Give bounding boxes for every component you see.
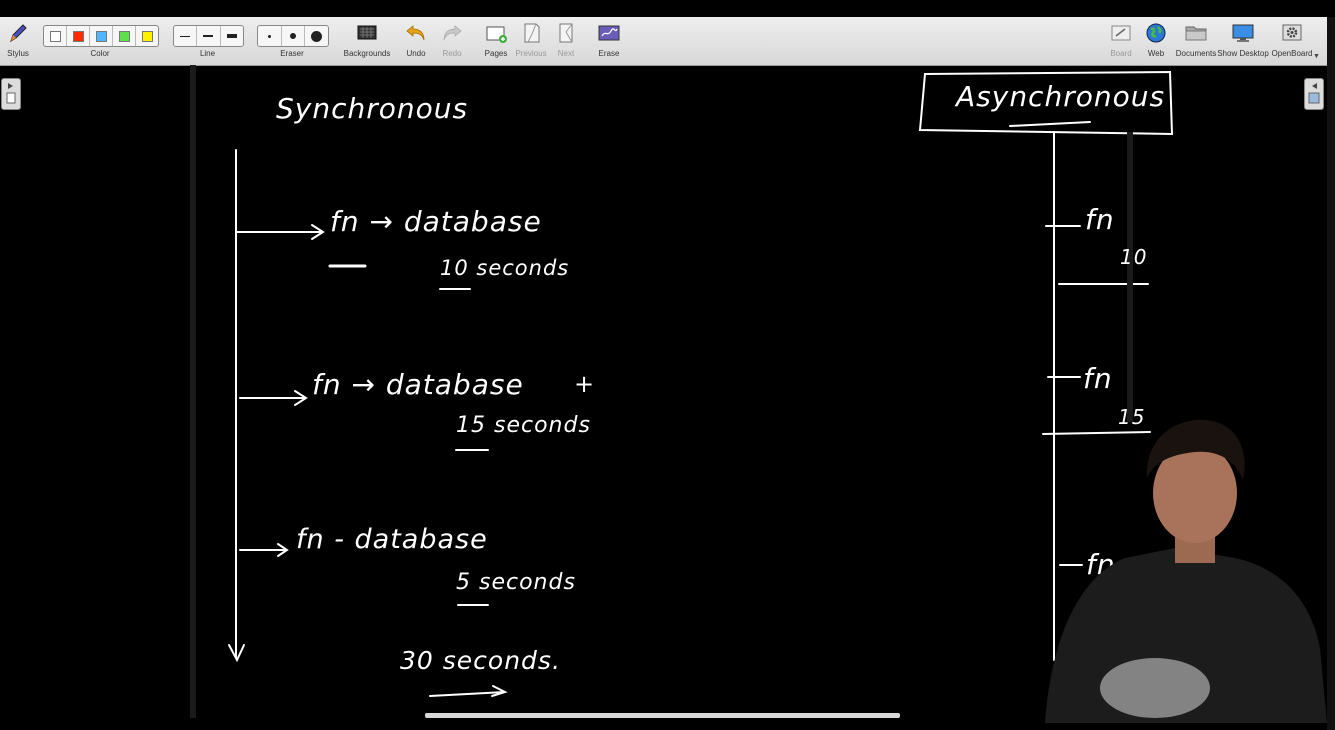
web-label: Web: [1147, 49, 1165, 58]
color-red[interactable]: [67, 26, 90, 46]
globe-icon: [1144, 21, 1168, 45]
line-thin[interactable]: [174, 26, 198, 46]
board-icon: [1109, 21, 1133, 45]
monitor-icon: [1231, 21, 1255, 45]
color-green[interactable]: [113, 26, 136, 46]
redo-arrow-icon: [440, 21, 464, 45]
erase-button[interactable]: Erase: [597, 21, 621, 58]
eraser-large[interactable]: [305, 26, 328, 46]
undo-arrow-icon: [404, 21, 428, 45]
next-page-button[interactable]: Next: [554, 21, 578, 58]
async-row-1-label: fn: [1085, 203, 1115, 236]
next-label: Next: [557, 49, 575, 58]
backgrounds-button[interactable]: Backgrounds: [344, 21, 390, 58]
documents-button[interactable]: Documents: [1176, 21, 1216, 58]
color-yellow[interactable]: [136, 26, 158, 46]
show-desktop-label: Show Desktop: [1217, 49, 1269, 58]
async-row-1-time: 10: [1120, 245, 1148, 269]
pages-label: Pages: [484, 49, 508, 58]
color-label: Color: [90, 49, 110, 58]
erase-label: Erase: [598, 49, 620, 58]
right-palette-handle[interactable]: [1304, 78, 1324, 110]
async-row-2-time: 15: [1118, 405, 1146, 429]
color-blue[interactable]: [90, 26, 113, 46]
redo-label: Redo: [442, 49, 462, 58]
openboard-dropdown-icon[interactable]: ▼: [1313, 53, 1320, 60]
openboard-menu-button[interactable]: OpenBoard: [1272, 21, 1312, 58]
sync-row-1-label: fn → database: [330, 205, 542, 238]
openboard-toolbar: Stylus Color Line Eraser Backgrounds U: [0, 17, 1327, 66]
sync-row-3-time: 5 seconds: [456, 570, 576, 595]
sync-row-2-label: fn → database: [312, 368, 524, 401]
board-button[interactable]: Board: [1109, 21, 1133, 58]
pages-icon: [484, 21, 508, 45]
next-page-icon: [554, 21, 578, 45]
sync-row-1-time: 10 seconds: [440, 256, 570, 280]
line-medium[interactable]: [197, 26, 221, 46]
stylus-label: Stylus: [7, 49, 29, 58]
asynchronous-title: Asynchronous: [956, 80, 1166, 113]
pen-icon: [6, 21, 30, 45]
backgrounds-icon: [355, 21, 379, 45]
previous-page-button[interactable]: Previous: [515, 21, 547, 58]
async-row-2-label: fn: [1083, 362, 1113, 395]
board-right-edge: [1327, 17, 1335, 730]
settings-gear-icon: [1280, 21, 1304, 45]
eraser-size-picker[interactable]: [257, 25, 329, 47]
board-left-margin: [190, 65, 196, 718]
sync-row-3-label: fn - database: [296, 524, 488, 555]
undo-label: Undo: [406, 49, 426, 58]
presenter-video-overlay: [1045, 419, 1327, 723]
line-label: Line: [199, 49, 216, 58]
redo-button[interactable]: Redo: [440, 21, 464, 58]
stylus-tool[interactable]: Stylus: [6, 21, 30, 58]
folder-icon: [1184, 21, 1208, 45]
sync-row-2-time: 15 seconds: [456, 413, 591, 438]
eraser-medium[interactable]: [282, 26, 306, 46]
web-button[interactable]: Web: [1144, 21, 1168, 58]
sync-total-time: 30 seconds.: [400, 646, 561, 675]
previous-page-icon: [519, 21, 543, 45]
pages-button[interactable]: Pages: [484, 21, 508, 58]
color-white[interactable]: [44, 26, 67, 46]
board-label: Board: [1110, 49, 1132, 58]
openboard-label: OpenBoard: [1271, 49, 1313, 58]
previous-label: Previous: [515, 49, 547, 58]
plus-sign: +: [574, 370, 596, 398]
color-picker[interactable]: [43, 25, 159, 47]
erase-board-icon: [597, 21, 621, 45]
line-thick[interactable]: [221, 26, 243, 46]
documents-label: Documents: [1175, 49, 1217, 58]
horizontal-scrollbar[interactable]: [425, 713, 900, 718]
backgrounds-label: Backgrounds: [343, 49, 391, 58]
eraser-label: Eraser: [280, 49, 304, 58]
window-top-edge: [0, 0, 1335, 17]
synchronous-title: Synchronous: [276, 92, 469, 125]
line-width-picker[interactable]: [173, 25, 244, 47]
left-palette-handle[interactable]: [1, 78, 21, 110]
undo-button[interactable]: Undo: [404, 21, 428, 58]
eraser-small[interactable]: [258, 26, 282, 46]
show-desktop-button[interactable]: Show Desktop: [1217, 21, 1269, 58]
